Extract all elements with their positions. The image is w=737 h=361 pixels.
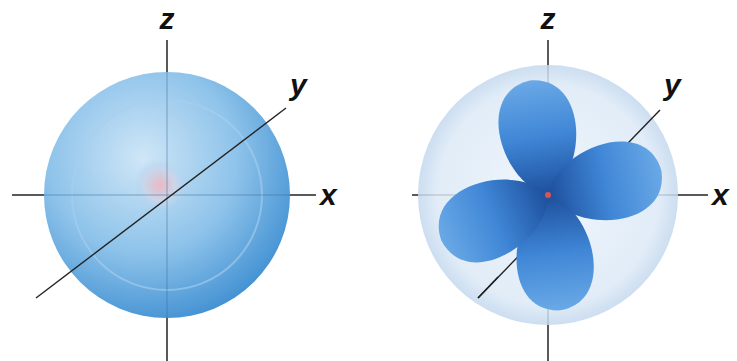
- axis-label: z: [160, 4, 175, 34]
- orbital-sphere: [44, 72, 290, 318]
- y-axis: [36, 108, 286, 298]
- axis-label: z: [541, 4, 556, 34]
- axis-label: x: [712, 180, 729, 210]
- s-orbital: [12, 40, 316, 361]
- y-axis-front: [478, 277, 498, 298]
- orbital-boundary: [418, 65, 678, 325]
- axis-label: y: [664, 70, 681, 100]
- nucleus: [545, 192, 551, 198]
- orbital-lobe: [426, 160, 563, 276]
- axis-label: y: [290, 70, 307, 100]
- x-axis-inside: [44, 195, 290, 196]
- d-orbital: [412, 40, 708, 361]
- lobes: [426, 74, 669, 314]
- axis-label: x: [320, 180, 337, 210]
